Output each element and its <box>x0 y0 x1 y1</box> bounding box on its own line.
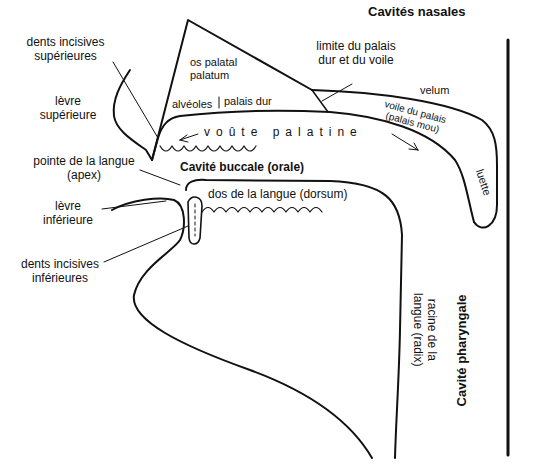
part-label: lèvre supérieure <box>36 95 100 123</box>
part-label: voûte palatine <box>204 126 363 140</box>
lower-lip-chin-outline <box>112 198 372 458</box>
part-label: dents incisives supérieures <box>18 36 113 64</box>
incisor-axis <box>195 204 196 236</box>
part-label: dents incisives inférieures <box>8 258 112 286</box>
part-label: voile du palais (palais mou) <box>374 97 453 138</box>
part-label: luette <box>473 167 493 197</box>
part-label: pointe de la langue (apex) <box>28 155 140 183</box>
part-label: racine de la langue (radix) <box>410 286 438 374</box>
direction-arrow <box>392 134 418 150</box>
hard-soft-limit-line <box>312 90 328 112</box>
lower-teeth <box>202 208 322 213</box>
part-label: lèvre inférieure <box>36 200 100 228</box>
lower-incisor <box>188 197 202 244</box>
part-label: Cavité buccale (orale) <box>180 161 304 175</box>
part-label: palais dur <box>224 95 272 108</box>
velum-outline <box>312 90 497 228</box>
pharynx-back-wall <box>507 40 510 455</box>
part-label: limite du palais dur et du voile <box>315 40 397 68</box>
part-label: os palatal palatum <box>190 56 248 81</box>
direction-arrow <box>180 134 198 142</box>
part-label: velum <box>420 84 449 97</box>
part-label: Cavités nasales <box>368 5 466 20</box>
part-label: alvéoles <box>172 98 212 111</box>
part-label: Cavité pharyngale <box>455 294 470 406</box>
upper-lip-outline <box>114 70 152 160</box>
leader-line <box>322 84 352 101</box>
leader-line <box>102 201 166 209</box>
label-separator <box>219 97 220 108</box>
upper-teeth <box>160 146 256 151</box>
leader-line <box>113 62 158 138</box>
leader-line <box>140 170 180 185</box>
tongue-outline <box>186 180 402 458</box>
leader-line <box>104 226 188 262</box>
part-label: dos de la langue (dorsum) <box>208 188 347 202</box>
